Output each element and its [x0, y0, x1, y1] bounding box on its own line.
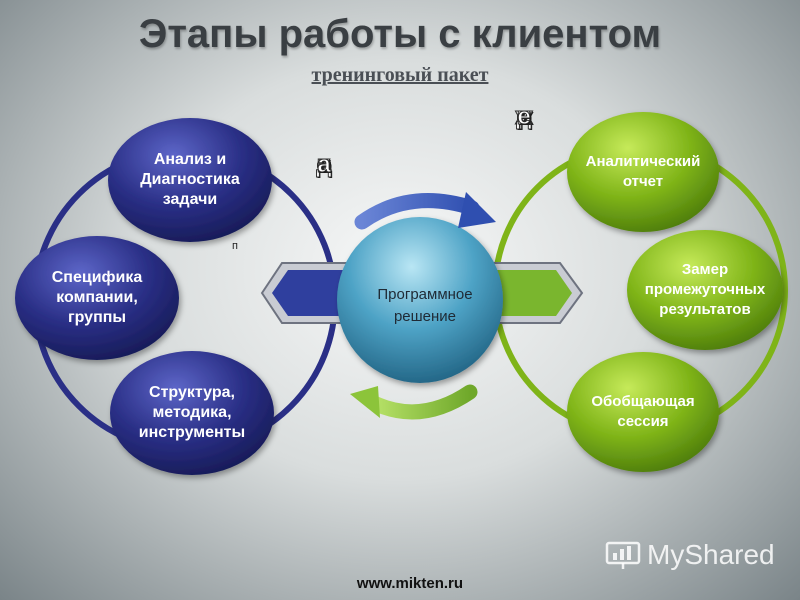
bottom-arrow-body [364, 384, 478, 420]
vertical-letter: т [318, 151, 331, 179]
vertical-letter: о [316, 151, 332, 179]
brand-name: MyShared [647, 539, 775, 570]
node-structure [110, 351, 274, 475]
vertical-letter: и [516, 103, 532, 131]
vertical-letter: п [316, 151, 332, 179]
vertical-letter: о [516, 103, 532, 131]
vertical-letter: е [517, 103, 531, 131]
small-letter: п [232, 240, 238, 252]
vertical-letter: а [317, 151, 331, 179]
footer-url: www.mikten.ru [356, 575, 464, 592]
brand-watermark: MyShared [605, 535, 790, 575]
center-node-label: Программное решение [377, 286, 473, 325]
node-company-specifics-label: Специфика компании, группы [51, 269, 143, 326]
vertical-letter: ж [515, 103, 533, 131]
node-summary-session-label: Обобщающая сессия [591, 393, 695, 430]
node-structure-label: Структура, методика, инструменты [138, 384, 246, 441]
vertical-letter: п [516, 103, 532, 131]
vertical-letter: о [316, 151, 332, 179]
node-analysis-label: Анализ и Диагностика задачи [140, 151, 240, 208]
node-interim-measure [627, 230, 783, 350]
node-interim-measure-label: Замер промежуточных результатов [644, 261, 766, 318]
node-summary-session [567, 352, 719, 472]
center-node [337, 217, 503, 383]
vertical-letter: в [316, 151, 332, 179]
vertical-letter: р [516, 103, 532, 131]
vertical-letter: о [516, 103, 532, 131]
node-analysis [108, 118, 272, 242]
node-analytic-report [567, 112, 719, 232]
presentation-icon [605, 541, 641, 569]
vertical-letter: о [516, 103, 532, 131]
vertical-letter: к [317, 151, 330, 179]
bottom-arrow-head [350, 386, 380, 418]
vertical-letter: е [517, 103, 531, 131]
vertical-letter: о [316, 151, 332, 179]
page-subtitle: тренинговый пакет [311, 64, 489, 86]
top-arrow-head [458, 192, 496, 228]
vertical-letter: н [516, 103, 532, 131]
node-company-specifics [15, 236, 179, 360]
vertical-letter: д [316, 151, 332, 179]
node-analytic-report-label: Аналитический отчет [585, 153, 701, 190]
vertical-letter: с [517, 103, 531, 131]
vertical-letter: в [516, 103, 532, 131]
page-title: Этапы работы с клиентом [138, 12, 662, 56]
top-arrow-body [354, 193, 480, 230]
vertical-letter: г [319, 151, 330, 179]
vertical-letter: д [516, 103, 532, 131]
